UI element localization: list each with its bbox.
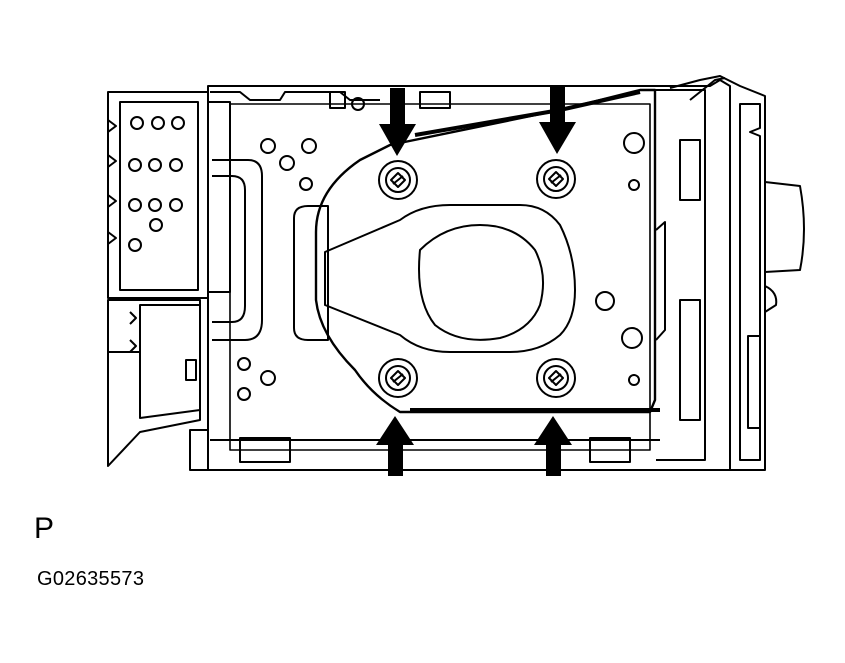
inner-rib-left-inner — [212, 175, 246, 323]
main-frame — [189, 79, 731, 471]
left-connector-upper — [107, 91, 231, 299]
arrow-down-right — [539, 86, 576, 154]
center-bracket — [293, 88, 657, 414]
arrow-up-left — [376, 416, 414, 476]
right-housing — [655, 75, 805, 471]
top-diagonal-edge — [414, 90, 641, 137]
inner-rib-left — [212, 159, 263, 341]
arrow-up-right — [534, 416, 572, 476]
bolt-bottom-right — [536, 358, 576, 398]
left-connector-lower — [107, 299, 201, 467]
view-label: P — [34, 512, 55, 545]
bolt-top-right — [536, 159, 576, 199]
plate-holes — [237, 97, 645, 401]
figure-code: G02635573 — [37, 568, 145, 590]
bolt-bottom-left — [378, 358, 418, 398]
bolt-top-left — [378, 160, 418, 200]
arrow-down-left — [379, 88, 416, 156]
